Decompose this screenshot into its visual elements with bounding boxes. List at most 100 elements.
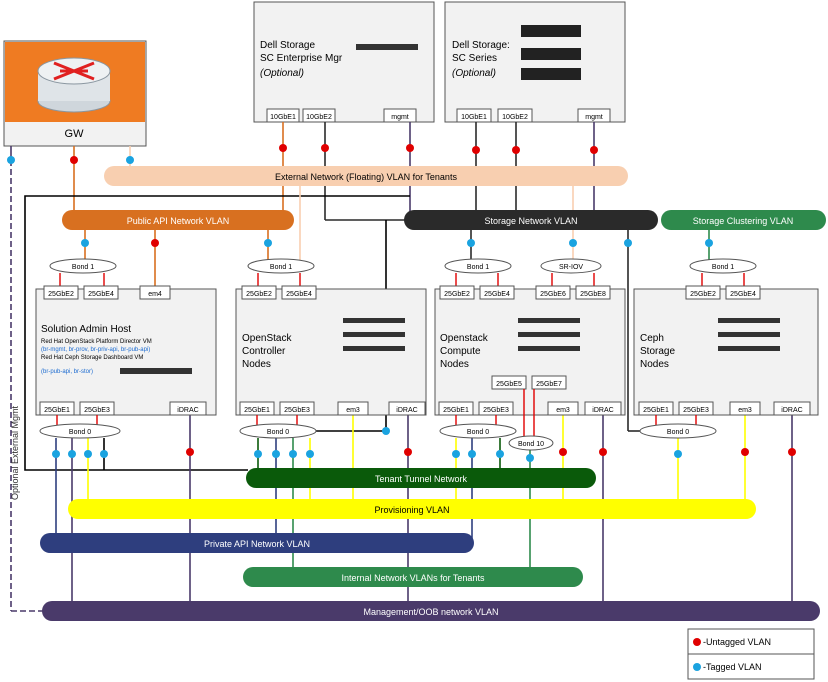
svg-text:Controller: Controller: [242, 346, 286, 357]
svg-text:Dell Storage:: Dell Storage:: [452, 40, 510, 51]
storage-enterprise-optional: (Optional): [260, 68, 304, 79]
svg-text:em3: em3: [346, 407, 360, 414]
svg-text:Tenant Tunnel Network: Tenant Tunnel Network: [375, 474, 468, 484]
svg-text:25GbE2: 25GbE2: [690, 291, 716, 298]
svg-text:Bond 0: Bond 0: [69, 429, 91, 436]
svg-text:25GbE3: 25GbE3: [683, 407, 709, 414]
legend-untagged-swatch: [693, 638, 701, 646]
svg-text:Nodes: Nodes: [440, 359, 469, 370]
svg-text:Internal Network VLANs for Ten: Internal Network VLANs for Tenants: [342, 573, 485, 583]
svg-text:Provisioning VLAN: Provisioning VLAN: [374, 505, 449, 515]
storage-enterprise-title1: Dell Storage: [260, 40, 315, 51]
svg-text:Openstack: Openstack: [440, 333, 489, 344]
svg-text:em3: em3: [738, 407, 752, 414]
svg-text:25GbE2: 25GbE2: [246, 291, 272, 298]
svg-text:Ceph: Ceph: [640, 333, 664, 344]
svg-text:em3: em3: [556, 407, 570, 414]
svg-text:Bond 1: Bond 1: [712, 264, 734, 271]
storage-enterprise-device: Dell Storage SC Enterprise Mgr (Optional…: [253, 1, 435, 123]
svg-text:Red Hat Ceph Storage Dashboard: Red Hat Ceph Storage Dashboard VM: [41, 355, 143, 361]
svg-text:iDRAC: iDRAC: [396, 407, 417, 414]
svg-text:25GbE1: 25GbE1: [244, 407, 270, 414]
svg-text:Storage: Storage: [640, 346, 675, 357]
storage-clustering-vlan-bar: [661, 210, 826, 230]
svg-text:Compute: Compute: [440, 346, 481, 357]
gw-label: GW: [65, 128, 85, 140]
svg-text:Solution Admin Host: Solution Admin Host: [41, 324, 131, 335]
svg-text:Private API Network VLAN: Private API Network VLAN: [204, 539, 310, 549]
svg-text:Storage Clustering VLAN: Storage Clustering VLAN: [693, 216, 794, 226]
svg-text:mgmt: mgmt: [391, 114, 409, 121]
vlan-dots: [7, 144, 796, 462]
svg-text:10GbE2: 10GbE2: [306, 114, 332, 121]
svg-text:25GbE1: 25GbE1: [443, 407, 469, 414]
gw-device: GW: [3, 40, 147, 147]
svg-text:25GbE1: 25GbE1: [643, 407, 669, 414]
svg-text:Bond 0: Bond 0: [467, 429, 489, 436]
svg-text:25GbE4: 25GbE4: [730, 291, 756, 298]
svg-text:iDRAC: iDRAC: [781, 407, 802, 414]
legend-tagged: -Tagged VLAN: [703, 662, 762, 672]
svg-text:Nodes: Nodes: [242, 359, 271, 370]
svg-text:25GbE3: 25GbE3: [483, 407, 509, 414]
svg-text:iDRAC: iDRAC: [177, 407, 198, 414]
svg-text:25GbE3: 25GbE3: [284, 407, 310, 414]
svg-text:Bond 0: Bond 0: [267, 429, 289, 436]
svg-text:10GbE1: 10GbE1: [270, 114, 296, 121]
storage-vlan-bar: [404, 210, 658, 230]
svg-text:25GbE4: 25GbE4: [286, 291, 312, 298]
tenant-tunnel-bar: [246, 468, 596, 488]
svg-text:(Optional): (Optional): [452, 68, 496, 79]
svg-text:em4: em4: [148, 291, 162, 298]
router-icon: [53, 61, 95, 81]
svg-text:25GbE5: 25GbE5: [496, 381, 522, 388]
svg-text:25GbE2: 25GbE2: [444, 291, 470, 298]
svg-text:Bond 10: Bond 10: [518, 441, 544, 448]
svg-text:25GbE8: 25GbE8: [580, 291, 606, 298]
svg-text:Management/OOB network VLAN: Management/OOB network VLAN: [363, 607, 498, 617]
management-vlan-bar: [42, 601, 820, 621]
public-api-vlan-bar: [62, 210, 294, 230]
private-api-vlan-bar: [40, 533, 474, 553]
svg-text:Bond 0: Bond 0: [667, 429, 689, 436]
storage-enterprise-title2: SC Enterprise Mgr: [260, 53, 343, 64]
controller-nodes: Bond 1 25GbE2 25GbE4 OpenStack Controlle…: [235, 258, 427, 439]
provisioning-vlan-bar: [68, 499, 756, 519]
svg-text:25GbE1: 25GbE1: [44, 407, 70, 414]
optional-mgmt-label: Optional External Mgmt: [10, 405, 20, 500]
svg-text:SC Series: SC Series: [452, 53, 497, 64]
legend: -Untagged VLAN -Tagged VLAN: [687, 628, 815, 680]
legend-tagged-swatch: [693, 663, 701, 671]
svg-text:Storage Network VLAN: Storage Network VLAN: [484, 216, 577, 226]
server-icon: [356, 44, 418, 50]
svg-text:Public API Network VLAN: Public API Network VLAN: [127, 216, 230, 226]
svg-text:Bond 1: Bond 1: [467, 264, 489, 271]
vlan-bars: External Network (Floating) VLAN for Ten…: [40, 166, 826, 621]
svg-text:SR-IOV: SR-IOV: [559, 264, 583, 271]
svg-text:10GbE1: 10GbE1: [461, 114, 487, 121]
storage-sc-device: Dell Storage: SC Series (Optional) 10GbE…: [444, 1, 626, 123]
svg-text:25GbE4: 25GbE4: [484, 291, 510, 298]
svg-text:External Network (Floating) VL: External Network (Floating) VLAN for Ten…: [275, 172, 457, 182]
external-vlan-bar: [104, 166, 628, 186]
ceph-nodes: Bond 1 25GbE2 25GbE4 Ceph Storage Nodes …: [633, 258, 819, 439]
svg-text:10GbE2: 10GbE2: [502, 114, 528, 121]
svg-text:25GbE2: 25GbE2: [48, 291, 74, 298]
legend-untagged: -Untagged VLAN: [703, 637, 771, 647]
svg-text:25GbE4: 25GbE4: [88, 291, 114, 298]
svg-text:Nodes: Nodes: [640, 359, 669, 370]
svg-text:Bond 1: Bond 1: [72, 264, 94, 271]
internal-vlan-bar: [243, 567, 583, 587]
svg-text:iDRAC: iDRAC: [592, 407, 613, 414]
svg-text:Bond 1: Bond 1: [270, 264, 292, 271]
admin-host: Bond 1 25GbE2 25GbE4 em4 Solution Admin …: [35, 258, 217, 439]
connection-lines: [10, 122, 793, 612]
svg-text:(br-pub-api, br-stor): (br-pub-api, br-stor): [41, 369, 93, 375]
svg-text:(br-mgmt, br-prov, br-priv-api: (br-mgmt, br-prov, br-priv-api, br-pub-a…: [41, 347, 150, 353]
svg-text:25GbE6: 25GbE6: [540, 291, 566, 298]
svg-text:25GbE7: 25GbE7: [536, 381, 562, 388]
svg-text:25GbE3: 25GbE3: [84, 407, 110, 414]
storage-array-icon: [521, 25, 581, 80]
svg-text:Red Hat OpenStack Platform Dir: Red Hat OpenStack Platform Director VM: [41, 339, 152, 345]
